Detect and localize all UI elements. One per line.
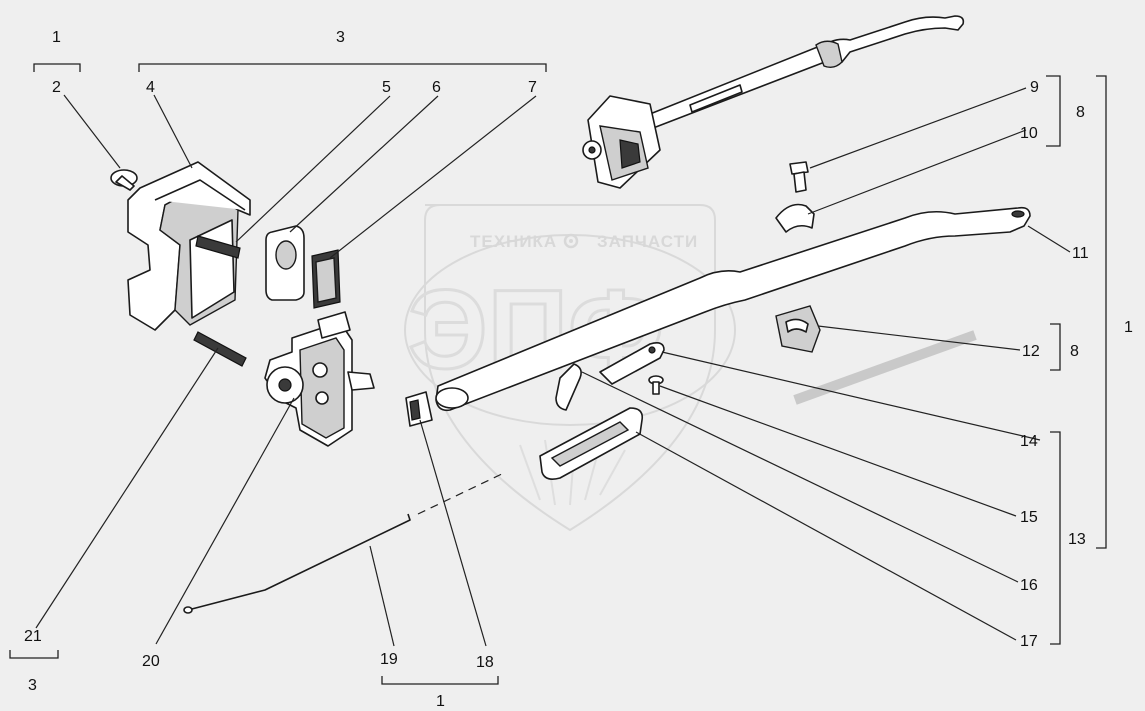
callout-4: 4: [146, 79, 155, 96]
callout-6: 6: [432, 79, 441, 96]
pin-part-16: [555, 363, 582, 411]
bolt-part-9: [789, 161, 809, 193]
callout-17: 17: [1020, 633, 1038, 650]
callout-8-top: 8: [1076, 104, 1085, 121]
pad-part-7: [311, 249, 341, 309]
callout-20: 20: [142, 653, 160, 670]
leader-lines: [35, 87, 1071, 647]
callout-16: 16: [1020, 577, 1038, 594]
watermark-text-left: ТЕХНИКА: [470, 232, 557, 251]
strip-part-21: [193, 331, 247, 367]
callout-2: 2: [52, 79, 61, 96]
background-lever-faint: [793, 330, 977, 405]
link-part-14: [599, 342, 665, 385]
callout-14: 14: [1020, 433, 1038, 450]
callout-11: 11: [1072, 245, 1089, 262]
clamp-part-10: [775, 203, 815, 233]
rod-part-19: [183, 513, 411, 614]
callout-8-mid: 8: [1070, 343, 1079, 360]
callout-1-bottom: 1: [436, 693, 445, 710]
callout-7: 7: [528, 79, 537, 96]
gear-icon: [563, 233, 579, 249]
lever-arm-part-11: [435, 206, 1031, 412]
callout-10: 10: [1020, 125, 1038, 142]
callout-18: 18: [476, 654, 494, 671]
lever-assembly-top: [582, 15, 965, 189]
clamp-part-12: [775, 305, 821, 353]
clip-part-18: [405, 391, 433, 427]
callout-9: 9: [1030, 79, 1039, 96]
watermark-text-right: ЗАПЧАСТИ: [597, 232, 698, 251]
insert-part-5: [195, 235, 241, 259]
group-brackets: [9, 63, 1107, 685]
latch-part-20: [264, 311, 375, 447]
callout-1-top-left: 1: [52, 29, 61, 46]
callout-5: 5: [382, 79, 391, 96]
callout-3-bottom-left: 3: [28, 677, 37, 694]
callout-21: 21: [24, 628, 42, 645]
callout-3-top: 3: [336, 29, 345, 46]
plate-part-6: [265, 225, 305, 301]
callout-13: 13: [1068, 531, 1086, 548]
callout-labels: 1 2 3 4 5 6 7 9 8 10 11 1 12 8 14 13 15 …: [24, 29, 1133, 710]
bolt-part-2: [110, 169, 138, 191]
alignment-dashline: [417, 471, 507, 515]
callout-12: 12: [1022, 343, 1040, 360]
callout-15: 15: [1020, 509, 1038, 526]
callout-19: 19: [380, 651, 398, 668]
callout-1-right: 1: [1124, 319, 1133, 336]
rivet-part-15: [648, 375, 664, 395]
plate-part-17: [539, 407, 644, 480]
